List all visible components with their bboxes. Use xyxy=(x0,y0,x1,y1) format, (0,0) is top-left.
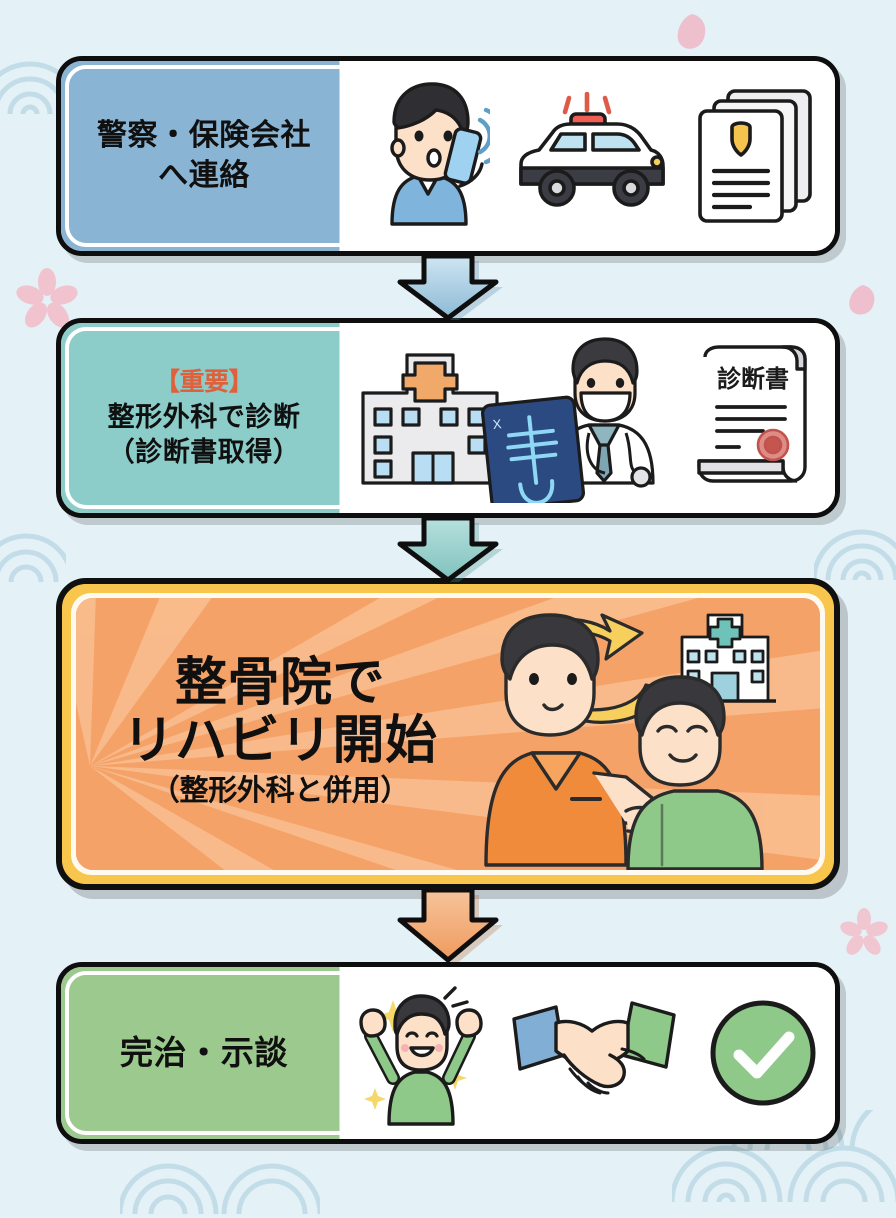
step2-label-line1: 整形外科で診断 xyxy=(107,402,301,433)
step3-label-line2: リハビリ開始 xyxy=(122,712,438,771)
step3-content: 整骨院で リハビリ開始 （整形外科と併用） xyxy=(76,598,820,870)
arrow-step3-to-step4 xyxy=(397,890,503,962)
police-report-documents-icon xyxy=(697,89,812,223)
police-car-icon xyxy=(519,92,665,207)
medical-certificate-icon: 診断書 xyxy=(697,345,807,483)
flow-step-seikotsuin-rehab[interactable]: 整骨院で リハビリ開始 （整形外科と併用） xyxy=(56,578,840,890)
step4-label-line1: 完治・示談 xyxy=(119,1033,289,1071)
step4-label: 完治・示談 xyxy=(75,981,333,1125)
arrow-step2-to-step3 xyxy=(397,518,503,582)
flow-step-police-insurance[interactable]: 警察・保険会社 へ連絡 xyxy=(56,56,840,256)
hospital-doctor-xray-icon: X xyxy=(361,337,655,503)
therapist-patient-icon xyxy=(484,613,776,870)
step2-label: 【重要】 整形外科で診断 （診断書取得） xyxy=(75,337,333,499)
svg-text:X: X xyxy=(492,416,503,432)
step1-label: 警察・保険会社 へ連絡 xyxy=(75,75,333,237)
flow-step-recovery-settlement[interactable]: 完治・示談 xyxy=(56,962,840,1144)
step4-illustrations xyxy=(333,967,835,1139)
step3-label-line1: 整骨院で xyxy=(174,654,386,713)
step1-label-line2: へ連絡 xyxy=(158,159,250,192)
woman-phone-call-icon xyxy=(390,82,491,226)
step2-illustrations: X 診断書 xyxy=(333,323,835,513)
step3-illustrations xyxy=(476,598,820,870)
arrow-step1-to-step2 xyxy=(397,256,503,320)
celebrating-person-icon xyxy=(359,986,484,1126)
flow-step-orthopedic-diagnosis[interactable]: 【重要】 整形外科で診断 （診断書取得） xyxy=(56,318,840,518)
step2-important-tag: 【重要】 xyxy=(154,367,254,396)
step3-label: 整骨院で リハビリ開始 （整形外科と併用） xyxy=(76,654,476,814)
handshake-icon xyxy=(512,1001,676,1095)
step2-label-line2: （診断書取得） xyxy=(107,437,301,468)
step3-sub-line: （整形外科と併用） xyxy=(150,775,410,808)
certificate-text: 診断書 xyxy=(717,365,789,393)
green-check-circle-icon xyxy=(710,1000,816,1106)
step1-label-line1: 警察・保険会社 xyxy=(96,118,312,152)
step1-illustrations xyxy=(333,61,835,251)
